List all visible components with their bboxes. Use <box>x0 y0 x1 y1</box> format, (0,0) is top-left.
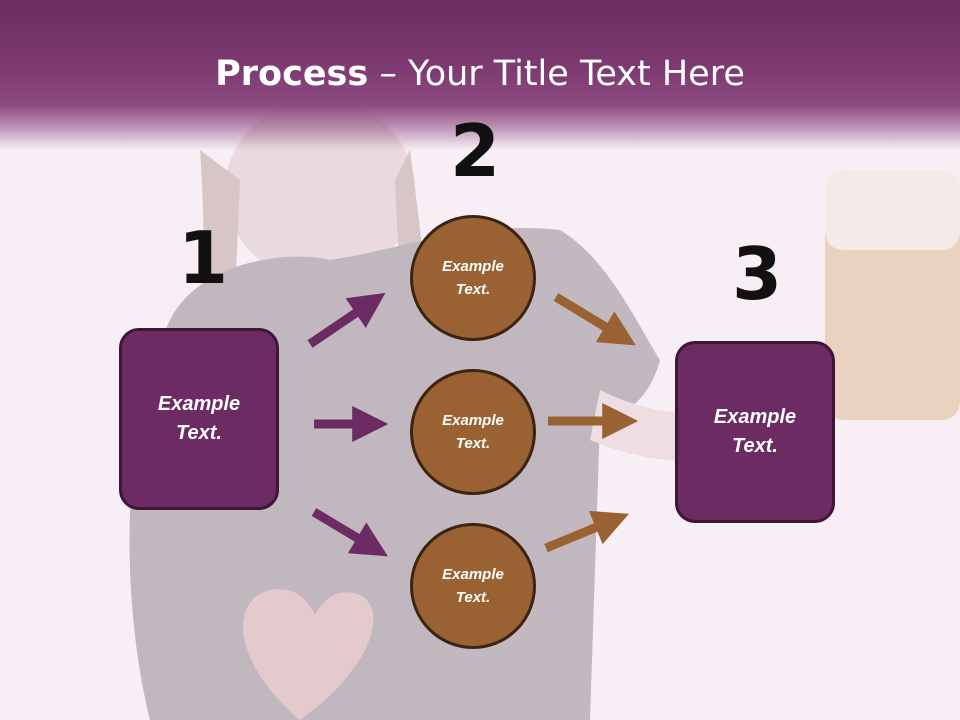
step-number-2: 2 <box>450 109 501 193</box>
arrow-left-down <box>311 508 388 557</box>
left-box: Example Text. <box>119 328 279 510</box>
left-box-label: Example Text. <box>157 393 241 444</box>
slide-title: Process – Your Title Text Here <box>0 54 960 94</box>
circle-middle-label: Example Text. <box>442 412 504 452</box>
title-banner <box>0 0 960 150</box>
circle-bottom-label: Example Text. <box>442 566 504 606</box>
title-bold: Process <box>215 54 369 94</box>
arrow-right-down <box>553 293 636 346</box>
arrow-right-up <box>544 510 629 553</box>
circle-top: Example Text. <box>410 215 536 341</box>
right-box: Example Text. <box>675 341 835 523</box>
step-number-1: 1 <box>178 216 229 300</box>
circle-bottom: Example Text. <box>410 523 536 649</box>
circle-middle: Example Text. <box>410 369 536 495</box>
circle-top-label: Example Text. <box>442 258 504 298</box>
arrow-left-up <box>307 292 386 348</box>
step-number-3: 3 <box>732 232 783 316</box>
title-rest: – Your Title Text Here <box>368 54 745 94</box>
right-box-label: Example Text. <box>713 406 797 457</box>
